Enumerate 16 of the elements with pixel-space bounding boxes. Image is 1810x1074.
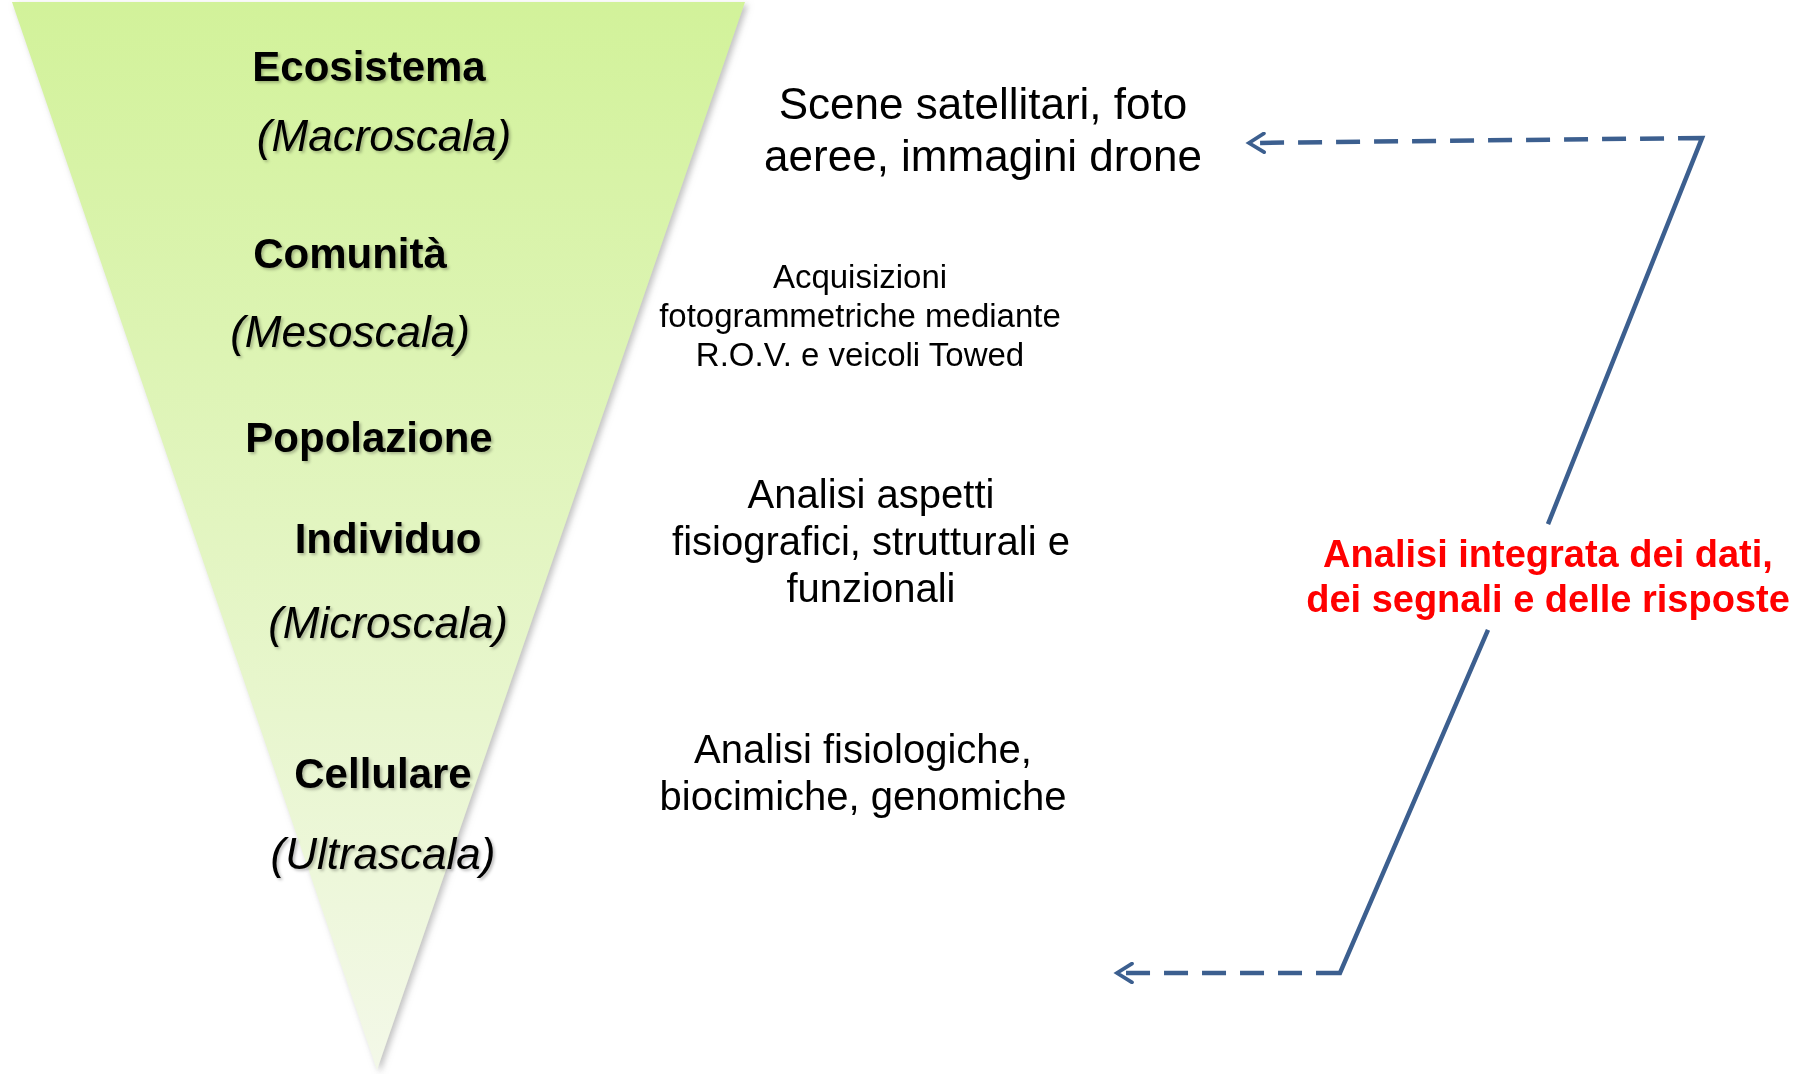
scale-label: (Mesoscala): [230, 306, 470, 358]
method-text: Analisi fisiologiche, biocimiche, genomiche: [658, 725, 1068, 820]
level-label: Ecosistema: [252, 42, 486, 92]
level-label: Popolazione: [245, 413, 493, 463]
scale-label: (Microscala): [268, 597, 508, 649]
level-label: Comunità: [253, 229, 447, 279]
method-text: Scene satellitari, foto aeree, immagini drone: [723, 78, 1243, 182]
level-label: Cellulare: [294, 749, 472, 799]
method-text: Analisi aspetti fisiografici, strutturali e funzionali: [671, 471, 1071, 613]
level-label: Individuo: [294, 514, 482, 564]
arrow: [1115, 628, 1491, 985]
scale-label: (Ultrascala): [270, 828, 496, 880]
arrow: [1247, 131, 1706, 525]
scale-label: (Macroscala): [256, 110, 512, 162]
method-text: Acquisizioni fotogrammetriche mediante R.O.V. e veicoli Towed: [658, 257, 1062, 375]
highlight-text: Analisi integrata dei dati, dei segnali e delle risposte: [1298, 532, 1798, 622]
